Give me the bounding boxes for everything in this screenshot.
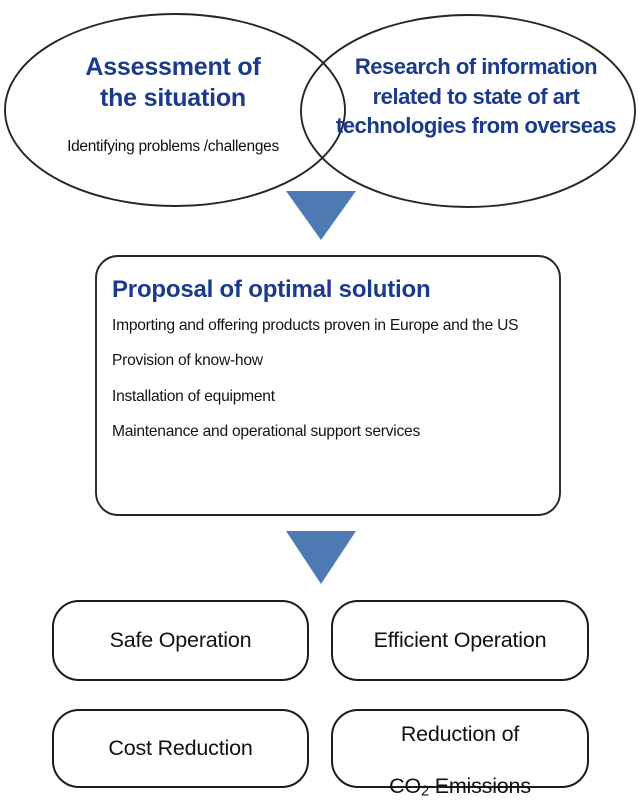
proposal-item: Installation of equipment xyxy=(112,387,275,405)
outcome-label-co2-reduction[interactable]: Reduction of CO2 Emissions xyxy=(332,710,588,799)
co2-subscript: 2 xyxy=(420,783,429,800)
ellipse-assessment-subtitle: Identifying problems /challenges xyxy=(67,138,279,155)
proposal-item: Provision of know-how xyxy=(112,352,263,370)
arrow-top-icon xyxy=(286,191,356,240)
proposal-item-list: Importing and offering products proven i… xyxy=(112,316,548,442)
outcome-label-cost-reduction[interactable]: Cost Reduction xyxy=(108,735,253,760)
co2-label-inner: Reduction of CO2 Emissions xyxy=(389,696,531,801)
outcome-label-safe-operation[interactable]: Safe Operation xyxy=(109,627,252,652)
proposal-item: Maintenance and operational support serv… xyxy=(112,423,421,441)
arrow-bottom-icon xyxy=(286,531,356,584)
ellipse-research-title: Research of information related to state… xyxy=(335,54,617,139)
ellipse-assessment-title: Assessment of the situation xyxy=(85,53,261,112)
proposal-item: Importing and offering products proven i… xyxy=(112,317,519,334)
outcome-label-efficient-operation[interactable]: Efficient Operation xyxy=(373,627,547,652)
co2-line1: Reduction of xyxy=(400,722,520,747)
co2-line2-pre: CO xyxy=(389,773,421,798)
co2-line2-post: Emissions xyxy=(428,773,531,798)
proposal-heading: Proposal of optimal solution xyxy=(112,276,431,303)
